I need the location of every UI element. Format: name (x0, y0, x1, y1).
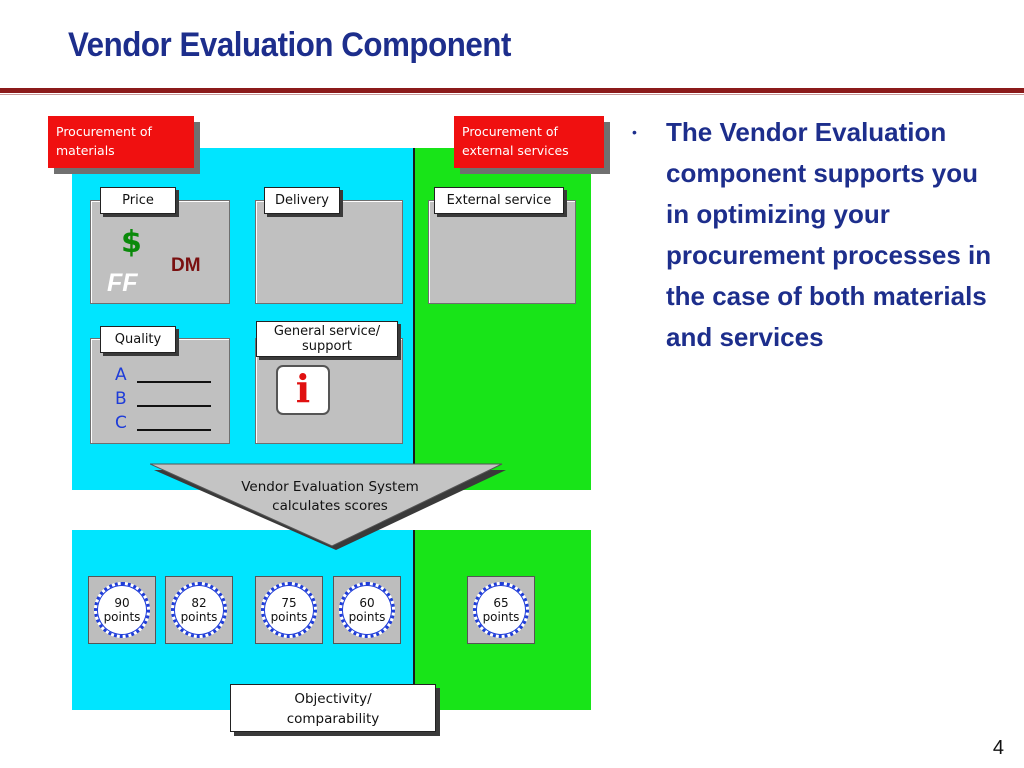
title-rule-thin (0, 94, 1024, 95)
bullet-dot: • (632, 124, 637, 140)
external-service-tag: External service (434, 187, 564, 214)
score-unit: points (482, 610, 520, 624)
area-divider-top (413, 148, 415, 490)
bullet-text: The Vendor Evaluation component supports… (666, 117, 992, 352)
funnel-text: Vendor Evaluation System calculates scor… (241, 479, 419, 514)
score-badge: 75 points (261, 582, 317, 638)
score-panel: 60 points (333, 576, 401, 644)
procurement-materials-box: Procurement of materials (48, 116, 194, 168)
score-badge: 90 points (94, 582, 150, 638)
score-unit: points (348, 610, 386, 624)
grade-c: C (115, 413, 127, 433)
score-value: 65 (493, 596, 509, 610)
price-tag: Price (100, 187, 176, 214)
external-service-panel (428, 200, 576, 304)
score-badge: 60 points (339, 582, 395, 638)
objectivity-box: Objectivity/ comparability (230, 684, 436, 732)
title-rule (0, 88, 1024, 93)
grade-b-line (137, 405, 211, 407)
score-panel: 90 points (88, 576, 156, 644)
delivery-tag: Delivery (264, 187, 340, 214)
delivery-panel (255, 200, 403, 304)
score-value: 75 (281, 596, 297, 610)
score-panel: 82 points (165, 576, 233, 644)
grade-c-line (137, 429, 211, 431)
quality-panel: A B C (90, 338, 230, 444)
score-badge: 82 points (171, 582, 227, 638)
grade-a: A (115, 365, 127, 385)
score-panel: 75 points (255, 576, 323, 644)
page-number: 4 (992, 737, 1004, 759)
dollar-symbol: $ (121, 225, 142, 260)
funnel-arrow (150, 463, 506, 550)
grade-a-line (137, 381, 211, 383)
score-badge: 65 points (473, 582, 529, 638)
grade-b: B (115, 389, 127, 409)
ff-symbol: FF (107, 269, 138, 297)
price-panel: $ DM FF (90, 200, 230, 304)
score-value: 90 (114, 596, 130, 610)
diagram: Procurement of materials Procurement of … (48, 116, 604, 732)
slide-title: Vendor Evaluation Component (68, 26, 511, 64)
quality-tag: Quality (100, 326, 176, 353)
score-unit: points (270, 610, 308, 624)
area-divider-bottom (413, 530, 415, 710)
info-icon: i (276, 365, 330, 415)
procurement-external-box: Procurement of external services (454, 116, 604, 168)
score-panel: 65 points (467, 576, 535, 644)
general-service-tag: General service/ support (256, 321, 398, 357)
score-value: 82 (191, 596, 207, 610)
score-unit: points (180, 610, 218, 624)
score-value: 60 (359, 596, 375, 610)
dm-symbol: DM (171, 255, 201, 276)
score-unit: points (103, 610, 141, 624)
